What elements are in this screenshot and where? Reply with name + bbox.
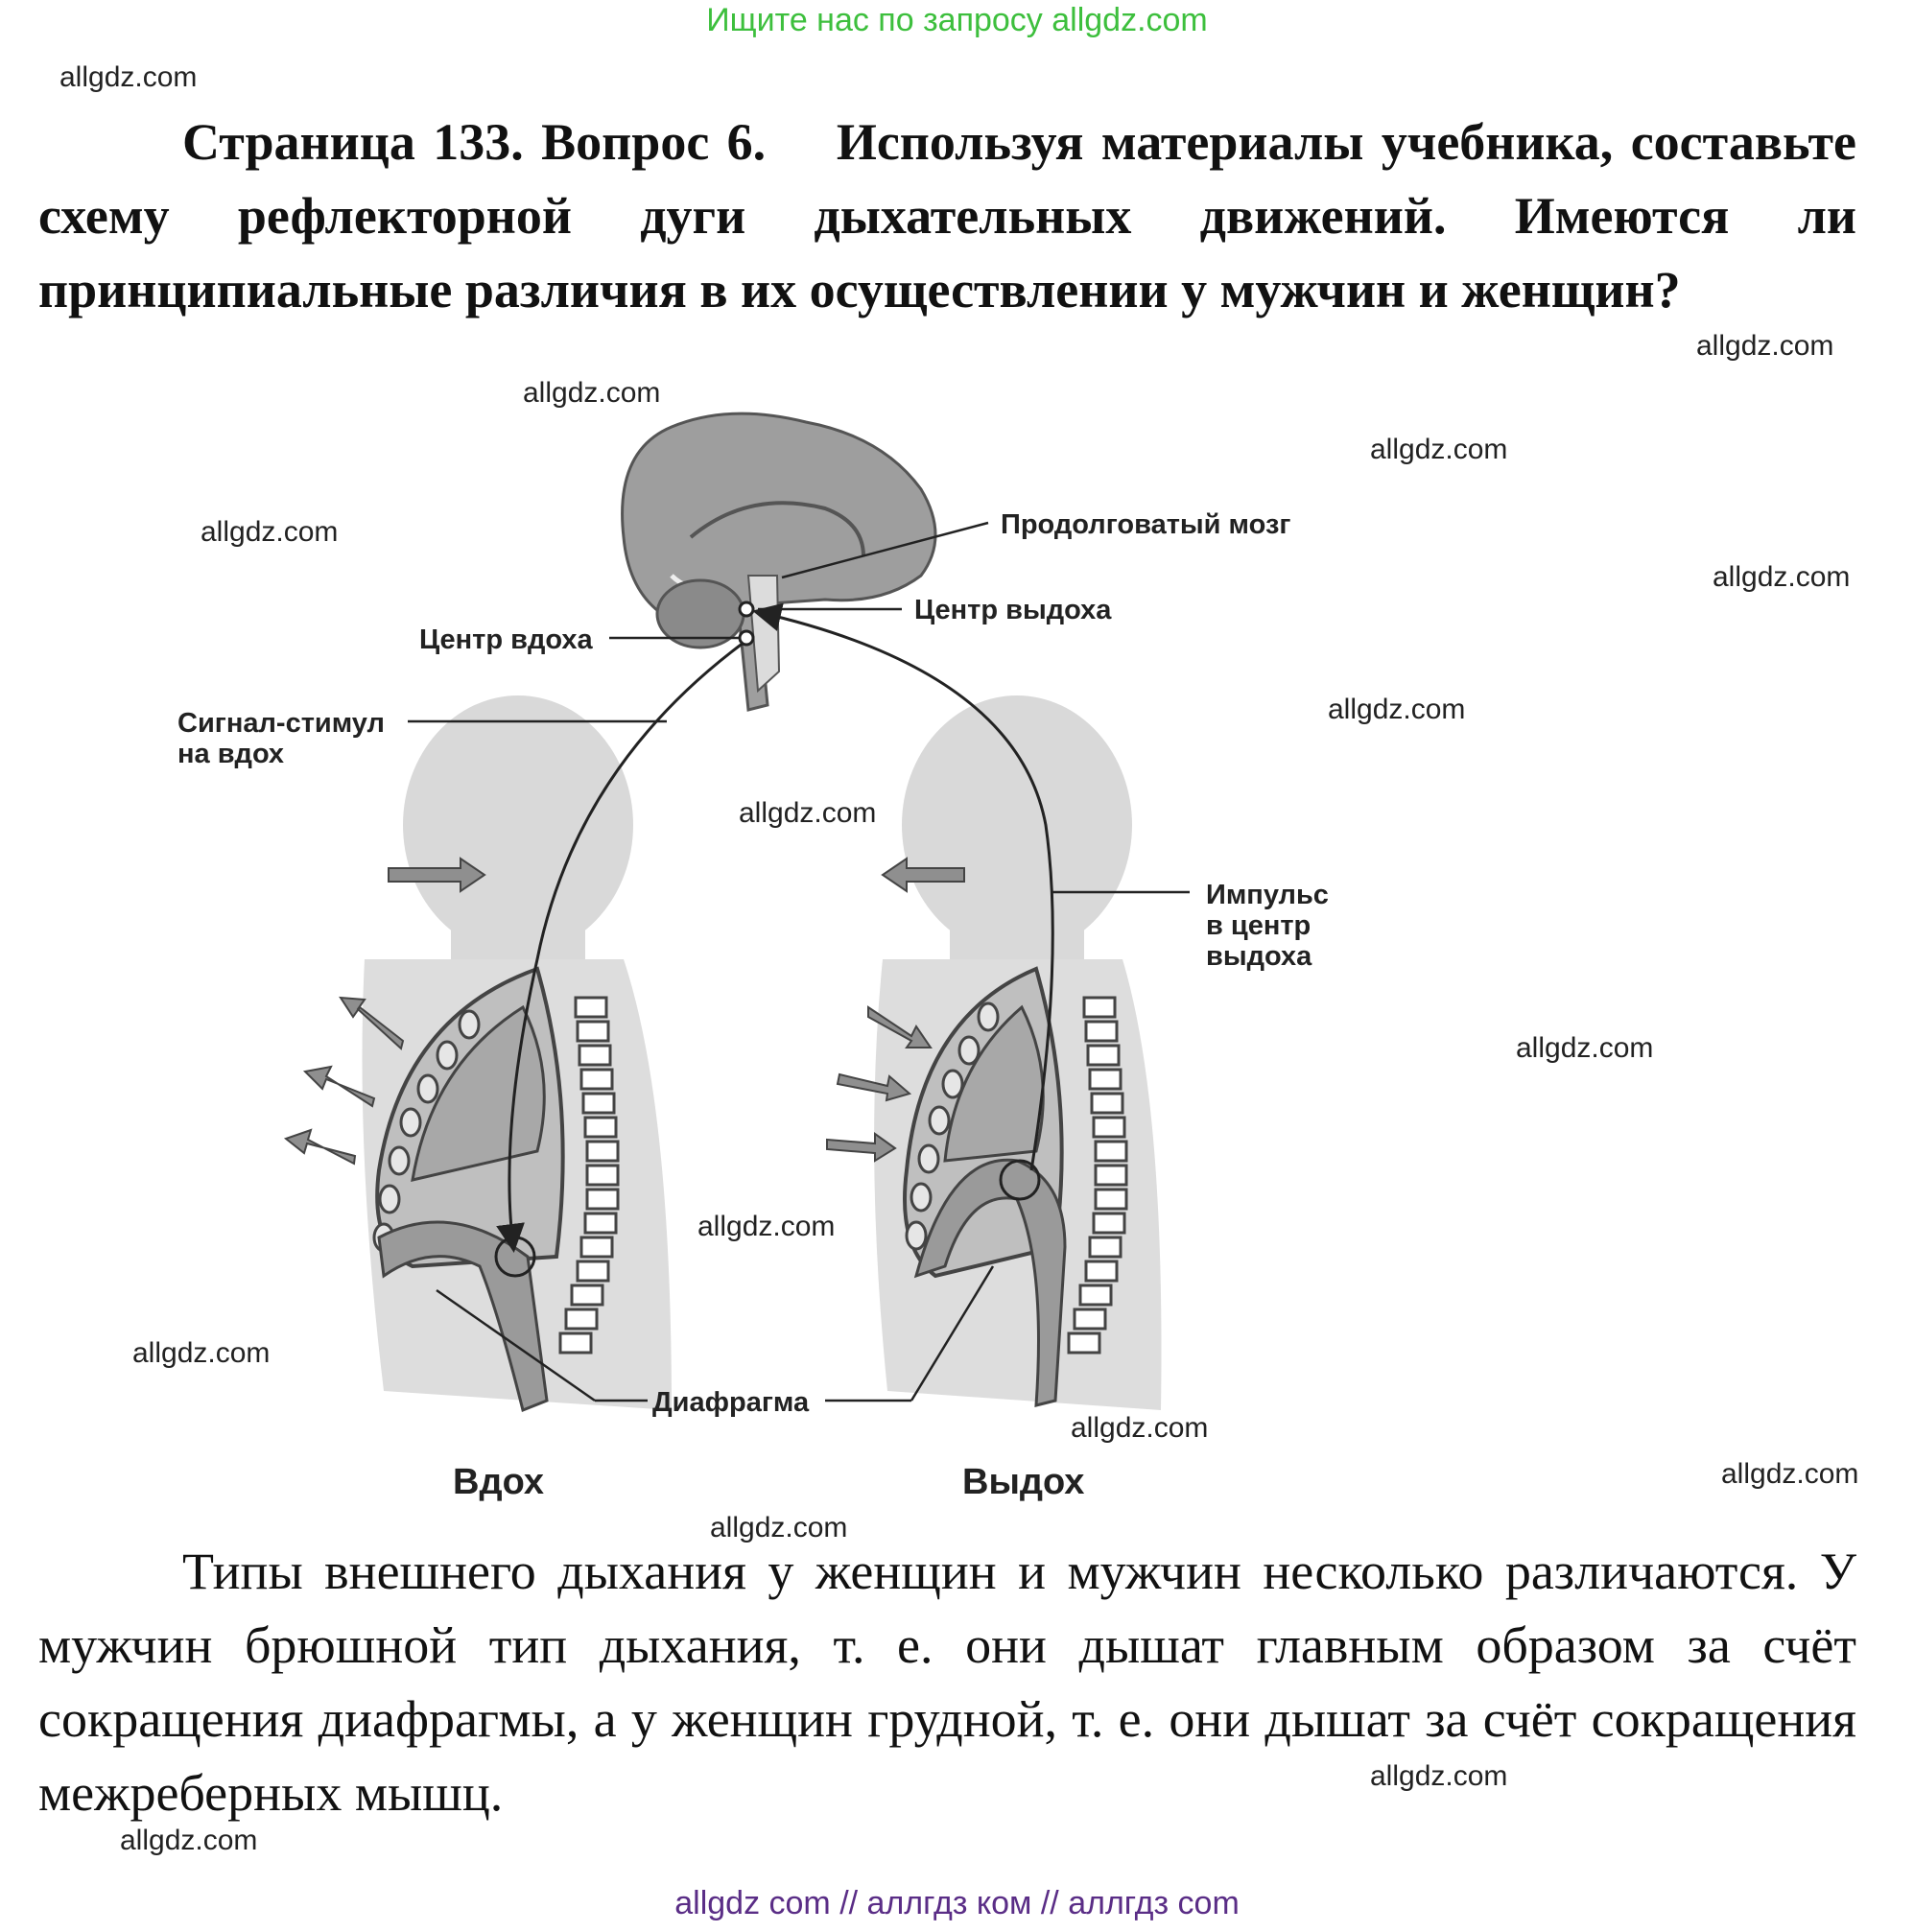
exhale-body-silhouette [874, 695, 1161, 1410]
caption-exhale: Выдох [962, 1462, 1084, 1503]
inhale-body-silhouette [363, 695, 673, 1410]
label-signal-stimulus: Сигнал-стимул на вдох [177, 708, 385, 769]
watermark: allgdz.com [1696, 330, 1833, 363]
brain-illustration [623, 413, 935, 710]
label-signal-line1: Сигнал-стимул [177, 708, 385, 739]
footer-links[interactable]: allgdz com // аллгдз ком // аллгдз com [0, 1885, 1914, 1922]
label-signal-line2: на вдох [177, 739, 385, 769]
watermark: allgdz.com [1713, 561, 1850, 594]
label-impulse-line2: в центр [1206, 910, 1329, 941]
watermark: allgdz.com [59, 61, 197, 94]
answer-paragraph: Типы внешнего дыхания у женщин и мужчин … [38, 1535, 1856, 1830]
watermark: allgdz.com [1071, 1412, 1208, 1445]
caption-inhale: Вдох [453, 1462, 544, 1503]
label-medulla: Продолговатый мозг [1001, 509, 1290, 540]
watermark: allgdz.com [132, 1337, 270, 1370]
watermark: allgdz.com [1721, 1458, 1858, 1491]
label-impulse-line3: выдоха [1206, 941, 1329, 972]
watermark: allgdz.com [1328, 694, 1465, 726]
question-block: Страница 133. Вопрос 6. Используя матери… [38, 106, 1856, 327]
label-impulse: Импульс в центр выдоха [1206, 880, 1329, 972]
label-diaphragm: Диафрагма [652, 1387, 809, 1418]
watermark: allgdz.com [523, 377, 660, 410]
question-title: Страница 133. Вопрос 6. [182, 113, 766, 171]
label-inhale-center: Центр вдоха [419, 624, 593, 655]
label-exhale-center: Центр выдоха [914, 595, 1111, 625]
watermark: allgdz.com [697, 1211, 835, 1243]
watermark: allgdz.com [201, 516, 338, 549]
label-impulse-line1: Импульс [1206, 880, 1329, 910]
watermark: allgdz.com [1516, 1032, 1653, 1065]
watermark: allgdz.com [739, 797, 876, 830]
watermark: allgdz.com [1370, 434, 1507, 466]
answer-text: Типы внешнего дыхания у женщин и мужчин … [38, 1543, 1856, 1822]
